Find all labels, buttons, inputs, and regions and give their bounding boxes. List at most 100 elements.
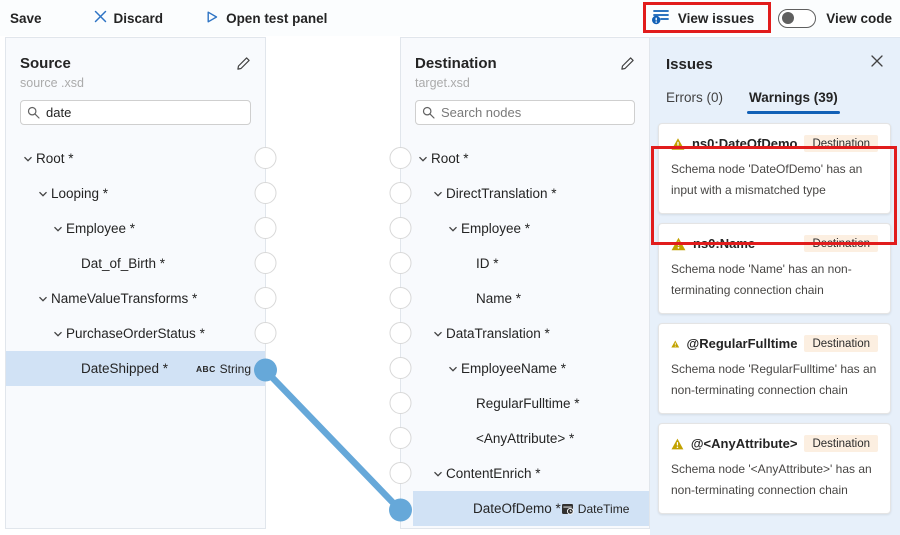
dest-node-root[interactable]: Root * [401,141,649,176]
source-node-dateshipped[interactable]: DateShipped * ABC String [6,351,265,386]
chevron-down-icon[interactable] [22,153,36,165]
tree-node-label: Dat_of_Birth * [81,256,166,271]
tree-node-label: <AnyAttribute> * [476,431,575,446]
calendar-clock-icon [561,504,574,515]
save-label: Save [10,10,42,26]
edit-pencil-icon[interactable] [236,56,251,76]
destination-search-input[interactable] [441,105,628,120]
chevron-down-icon[interactable] [52,223,66,235]
destination-panel-header: Destination target.xsd [401,38,649,90]
warning-title: ns0:DateOfDemo [691,136,798,151]
warning-message: Schema node '<AnyAttribute>' has an non-… [671,462,872,497]
location-badge: Destination [804,335,878,352]
source-node-root[interactable]: Root * [6,141,265,176]
edit-pencil-icon[interactable] [620,56,635,76]
warning-message: Schema node 'DateOfDemo' has an input wi… [671,162,863,197]
type-badge-label: DateTime [577,501,630,516]
tree-node-label: Looping * [51,186,109,201]
tree-node-label: Root * [36,151,74,166]
issues-title: Issues [666,56,713,73]
tab-errors[interactable]: Errors (0) [666,90,723,105]
discard-x-icon [94,10,107,26]
destination-panel: Destination target.xsd Root * DirectTran… [400,37,650,529]
source-node-looping[interactable]: Looping * [6,176,265,211]
tree-node-label: Employee * [461,221,531,236]
discard-button[interactable]: Discard [94,10,164,26]
dest-node-employeename[interactable]: EmployeeName * [401,351,649,386]
chevron-down-icon[interactable] [432,328,446,340]
source-panel-header: Source source .xsd [6,38,265,90]
discard-label: Discard [113,10,164,26]
tab-warnings[interactable]: Warnings (39) [747,90,840,114]
chevron-down-icon[interactable] [37,188,51,200]
view-code-label: View code [826,10,892,26]
warning-card-anyattribute[interactable]: @<AnyAttribute> Destination Schema node … [658,423,891,514]
open-test-panel-button[interactable]: Open test panel [205,10,327,27]
source-node-employee[interactable]: Employee * [6,211,265,246]
tree-node-label: NameValueTransforms * [51,291,198,306]
dest-node-directtranslation[interactable]: DirectTranslation * [401,176,649,211]
dest-node-anyattribute[interactable]: <AnyAttribute> * [401,421,649,456]
tree-node-label: Root * [431,151,469,166]
search-icon [422,106,435,119]
dest-node-name[interactable]: Name * [401,281,649,316]
view-code-toggle[interactable] [778,8,817,28]
warning-card-dateofdemo[interactable]: ns0:DateOfDemo Destination Schema node '… [658,123,891,214]
destination-tree: Root * DirectTranslation * Employee * ID… [401,141,649,526]
warning-icon [671,237,686,250]
view-issues-button[interactable]: View issues [651,8,754,28]
destination-search-box [415,100,635,125]
tree-node-label: DataTranslation * [446,326,550,341]
abc-icon: ABC [196,363,216,374]
tree-node-label: DateOfDemo * [473,501,561,516]
tree-node-label: DateShipped * [81,361,169,376]
chevron-down-icon[interactable] [447,363,461,375]
destination-panel-title: Destination [415,55,497,72]
mapping-canvas[interactable] [266,37,400,529]
chevron-down-icon[interactable] [432,468,446,480]
tree-node-label: ContentEnrich * [446,466,541,481]
dest-node-contentenrich[interactable]: ContentEnrich * [401,456,649,491]
warning-title: @RegularFulltime [686,336,798,351]
toolbar-right: View issues View code [651,0,892,36]
dest-node-datatranslation[interactable]: DataTranslation * [401,316,649,351]
chevron-down-icon[interactable] [447,223,461,235]
string-type-badge: ABC String [196,362,251,376]
tree-node-label: DirectTranslation * [446,186,557,201]
tree-node-label: PurchaseOrderStatus * [66,326,205,341]
warning-card-name[interactable]: ns0:Name Destination Schema node 'Name' … [658,223,891,314]
open-test-panel-label: Open test panel [226,10,328,26]
chevron-down-icon[interactable] [432,188,446,200]
issues-panel: Issues Errors (0) Warnings (39) ns0:Date… [650,37,900,535]
warning-icon [671,339,680,348]
source-node-namevaluetransforms[interactable]: NameValueTransforms * [6,281,265,316]
close-icon[interactable] [870,54,884,73]
warning-message: Schema node 'Name' has an non-terminatin… [671,262,852,297]
dest-node-dateofdemo[interactable]: DateOfDemo * DateTime [413,491,649,526]
destination-schema-filename: target.xsd [415,76,470,90]
source-tree: Root * Looping * Employee * Dat_of_Birth… [6,141,265,386]
source-panel-title: Source [20,55,71,72]
view-issues-icon [651,8,671,28]
tree-node-label: RegularFulltime * [476,396,580,411]
chevron-down-icon[interactable] [52,328,66,340]
source-search-input[interactable] [46,105,244,120]
type-badge-label: String [219,361,251,376]
tree-node-label: Employee * [66,221,136,236]
dest-node-id[interactable]: ID * [401,246,649,281]
toolbar: Save Discard Open test panel View issues… [0,0,900,36]
source-panel: Source source .xsd Root * Looping * Empl… [5,37,266,529]
chevron-down-icon[interactable] [37,293,51,305]
source-node-dat-of-birth[interactable]: Dat_of_Birth * [6,246,265,281]
warnings-list: ns0:DateOfDemo Destination Schema node '… [650,114,900,514]
tree-node-label: ID * [476,256,499,271]
chevron-down-icon[interactable] [417,153,431,165]
save-button[interactable]: Save [10,11,42,26]
warning-card-regularfulltime[interactable]: @RegularFulltime Destination Schema node… [658,323,891,414]
dest-node-employee[interactable]: Employee * [401,211,649,246]
source-node-purchaseorderstatus[interactable]: PurchaseOrderStatus * [6,316,265,351]
dest-node-regularfulltime[interactable]: RegularFulltime * [401,386,649,421]
warning-icon [671,438,684,449]
issues-tabs: Errors (0) Warnings (39) [650,74,900,114]
